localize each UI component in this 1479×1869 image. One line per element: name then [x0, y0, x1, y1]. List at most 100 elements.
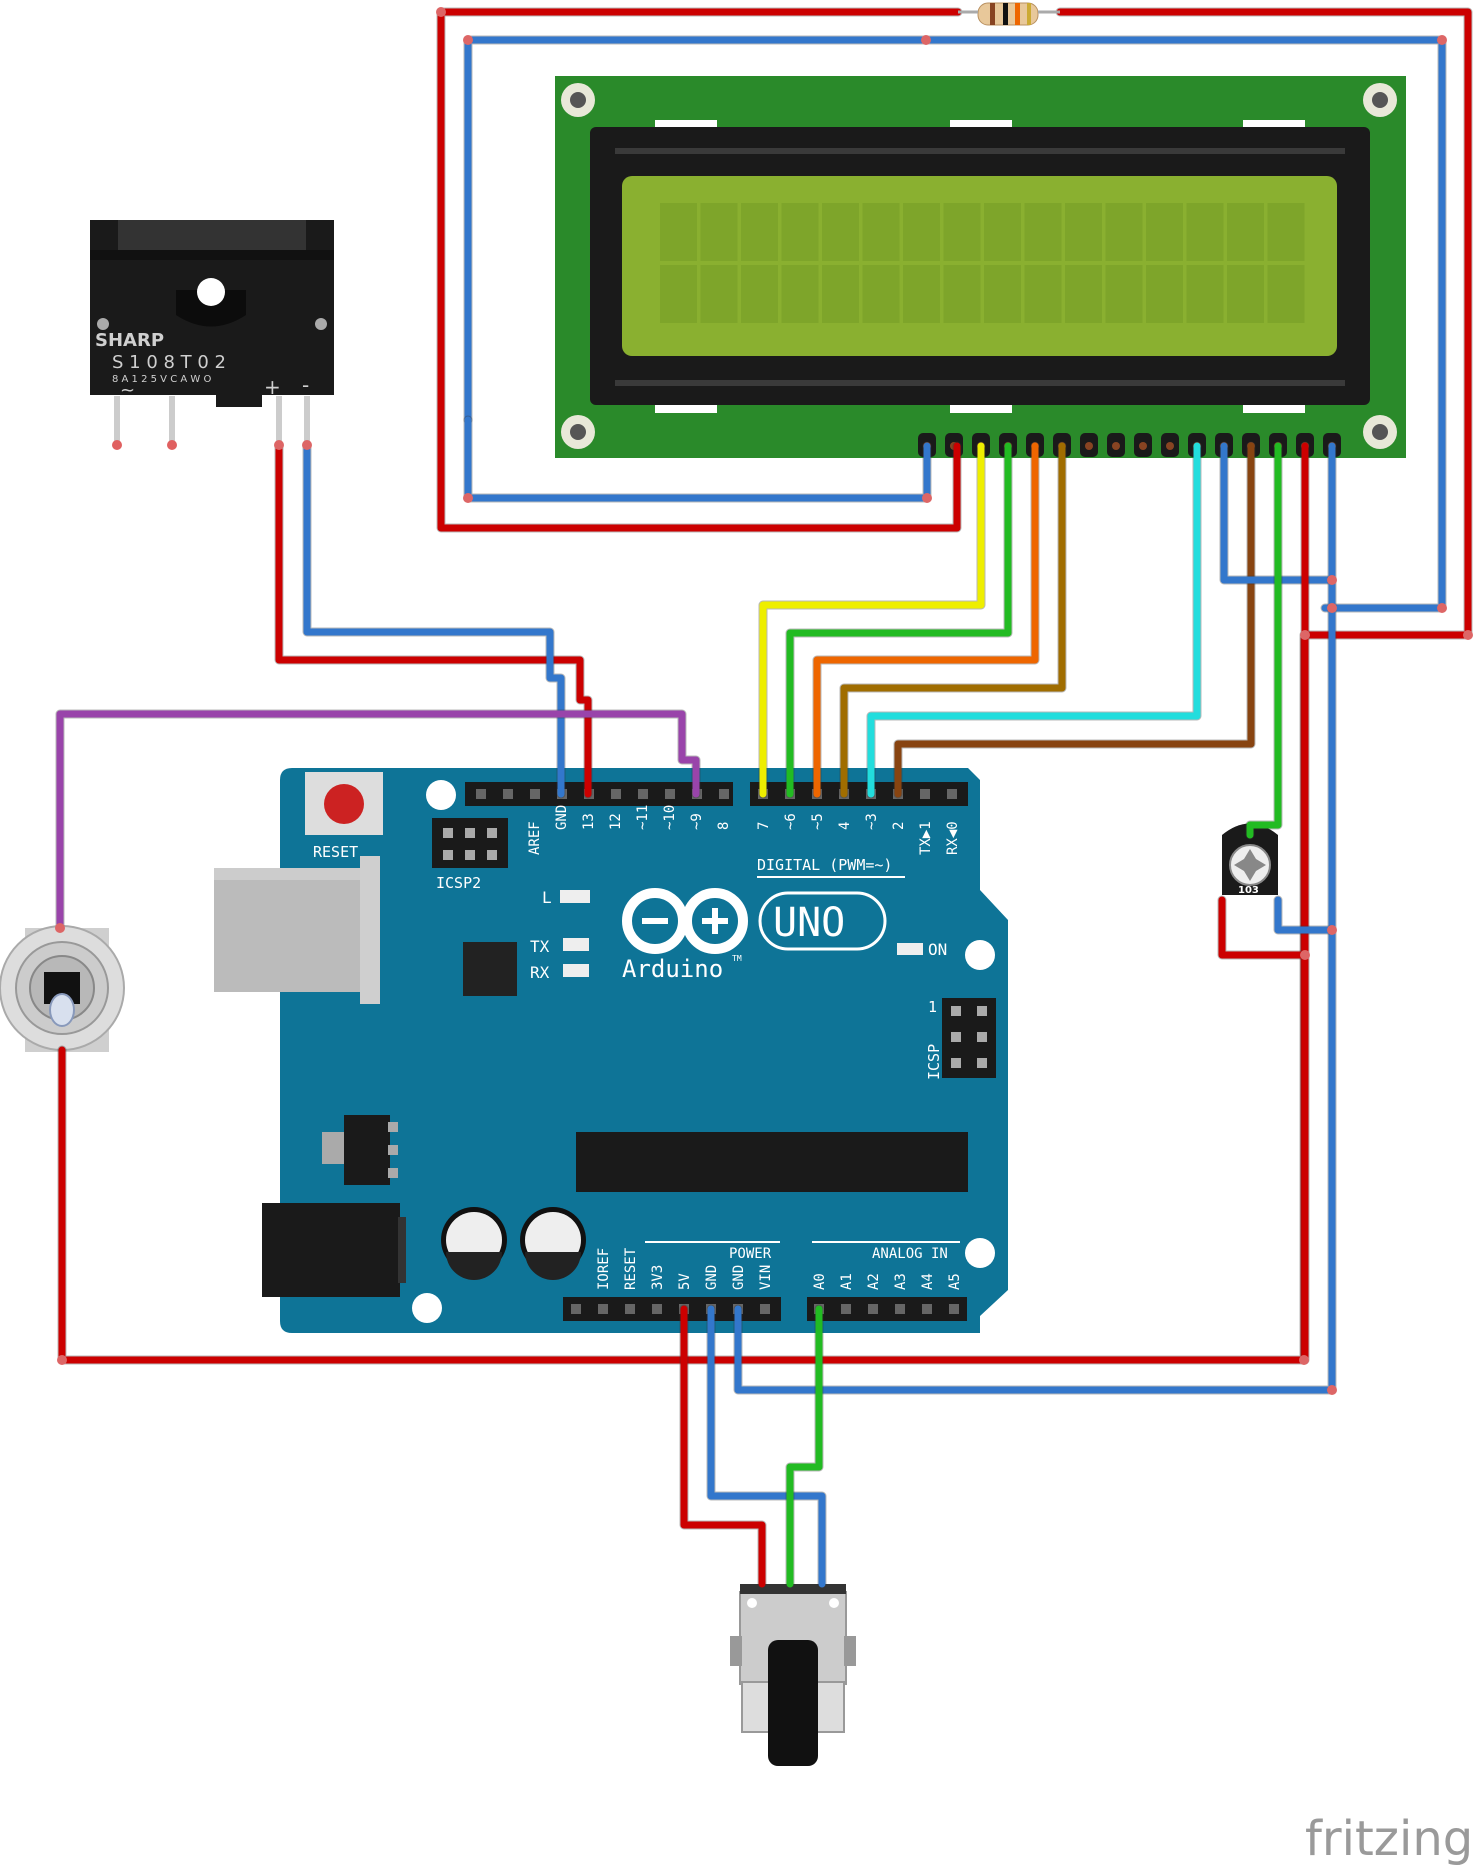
- power-pin-label: 3V3: [650, 1265, 666, 1290]
- lcd-char-cell: [862, 265, 900, 323]
- wire-lcd-d4-brown: [840, 442, 1066, 798]
- lcd-char-cell: [700, 265, 738, 323]
- digital-pin-label: ~11: [635, 805, 651, 830]
- lcd-char-cell: [1065, 203, 1102, 261]
- power-pin-label: IOREF: [596, 1248, 612, 1290]
- digital-pin-label: ~10: [662, 805, 678, 830]
- header-hole: [638, 789, 648, 799]
- led-l: [560, 890, 590, 903]
- svg-text:+: +: [264, 375, 281, 399]
- lcd-char-cell: [781, 265, 819, 323]
- svg-text:SHARP: SHARP: [95, 330, 164, 351]
- lcd-char-cell: [1267, 265, 1305, 323]
- icsp2-header: [432, 818, 508, 868]
- header-hole: [895, 1304, 905, 1314]
- wire-joint: [1327, 925, 1337, 935]
- lcd-char-cell: [1065, 265, 1102, 323]
- svg-text:TX: TX: [530, 937, 550, 956]
- power-pin-label: A2: [866, 1273, 882, 1290]
- reset-button-cap[interactable]: [324, 784, 364, 824]
- svg-text:S 1 0 8 T 0 2: S 1 0 8 T 0 2: [112, 352, 226, 373]
- header-hole: [760, 1304, 770, 1314]
- lcd-char-cell: [1227, 203, 1264, 261]
- uno-logo-frame: [758, 891, 887, 951]
- header-hole: [920, 789, 930, 799]
- lcd-char-cell: [781, 203, 819, 261]
- power-pin-label: GND: [731, 1265, 747, 1290]
- svg-text:RX: RX: [530, 963, 550, 982]
- board-mount-hole: [412, 1293, 442, 1323]
- wire-gnd-to-pot: [707, 1305, 826, 1588]
- analog-in-label: ANALOG IN: [872, 1246, 948, 1262]
- header-hole: [841, 1304, 851, 1314]
- wire-joint: [55, 923, 65, 933]
- rotary-potentiometer[interactable]: [730, 1584, 856, 1766]
- lcd-char-cell: [741, 265, 778, 323]
- digital-label: DIGITAL (PWM=~): [757, 856, 892, 874]
- potentiometer-shaft[interactable]: [768, 1640, 818, 1766]
- wire-joint: [274, 440, 284, 450]
- digital-header-low: [750, 782, 968, 806]
- board-mount-hole: [965, 1238, 995, 1268]
- lcd-char-cell: [741, 203, 778, 261]
- wires: [55, 7, 1473, 1589]
- header-hole: [922, 1304, 932, 1314]
- svg-text:Arduino: Arduino: [622, 955, 723, 983]
- wire-joints: [55, 7, 1473, 1395]
- wire-lcd-left-blue: [464, 416, 931, 502]
- toggle-switch[interactable]: [0, 925, 125, 1052]
- lcd-char-cell: [903, 265, 940, 323]
- toggle-lever[interactable]: [49, 993, 75, 1027]
- header-hole: [949, 1304, 959, 1314]
- lcd-char-cell: [1024, 203, 1062, 261]
- wire-joint: [302, 440, 312, 450]
- power-label: POWER: [729, 1246, 772, 1262]
- trimmer-knob[interactable]: [1234, 849, 1266, 881]
- svg-text:1: 1: [928, 998, 937, 1016]
- trimmer-potentiometer[interactable]: 103: [1222, 823, 1278, 897]
- digital-pin-label: ~3: [864, 813, 880, 830]
- lcd-char-cell: [700, 203, 738, 261]
- sharp-solid-state-relay: SHARP S 1 0 8 T 0 2 8 A 1 2 5 V C A W O …: [90, 220, 334, 450]
- header-hole: [598, 1304, 608, 1314]
- wire-a0-to-pot-wiper: [786, 1305, 823, 1588]
- lcd-char-cell: [943, 203, 981, 261]
- wire-trimmer-right-blue: [1274, 896, 1336, 934]
- svg-text:L: L: [542, 888, 552, 907]
- header-hole: [503, 789, 513, 799]
- svg-text:-: -: [302, 373, 309, 397]
- wire-joint: [436, 7, 446, 17]
- digital-pin-label: ~5: [810, 813, 826, 830]
- digital-pin-label: 4: [837, 822, 853, 830]
- power-pin-label: 5V: [677, 1273, 693, 1290]
- analog-header: [807, 1297, 967, 1321]
- led-rx: [563, 964, 589, 977]
- lcd-char-cell: [984, 203, 1021, 261]
- power-pin-label: A5: [947, 1273, 963, 1290]
- relay-mount-hole: [197, 278, 225, 306]
- svg-text:TM: TM: [732, 954, 742, 963]
- digital-pin-label: ~9: [689, 813, 705, 830]
- wire-joint: [1463, 630, 1473, 640]
- header-hole: [611, 789, 621, 799]
- icsp-header: [942, 998, 996, 1078]
- power-pin-label: A4: [920, 1273, 936, 1290]
- wire-lcd-en-brown: [894, 442, 1255, 798]
- lcd-char-cell: [1186, 203, 1224, 261]
- led-on: [897, 943, 923, 955]
- power-pin-label: RESET: [623, 1247, 639, 1290]
- relay-ac-pin: [167, 440, 177, 450]
- digital-pin-label: RX◀0: [945, 821, 961, 855]
- header-hole: [652, 1304, 662, 1314]
- dc-power-jack: [262, 1203, 400, 1297]
- wire-relay-minus-to-gnd: [303, 441, 565, 798]
- wire-joint: [922, 493, 932, 503]
- digital-pin-label: TX▶1: [918, 821, 934, 855]
- digital-pin-label: 2: [891, 822, 907, 830]
- wire-trimmer-left-red: [1218, 896, 1309, 959]
- power-pin-label: A0: [812, 1273, 828, 1290]
- icsp2-label: ICSP2: [436, 874, 481, 892]
- wire-lcd-d5-orange: [813, 442, 1039, 798]
